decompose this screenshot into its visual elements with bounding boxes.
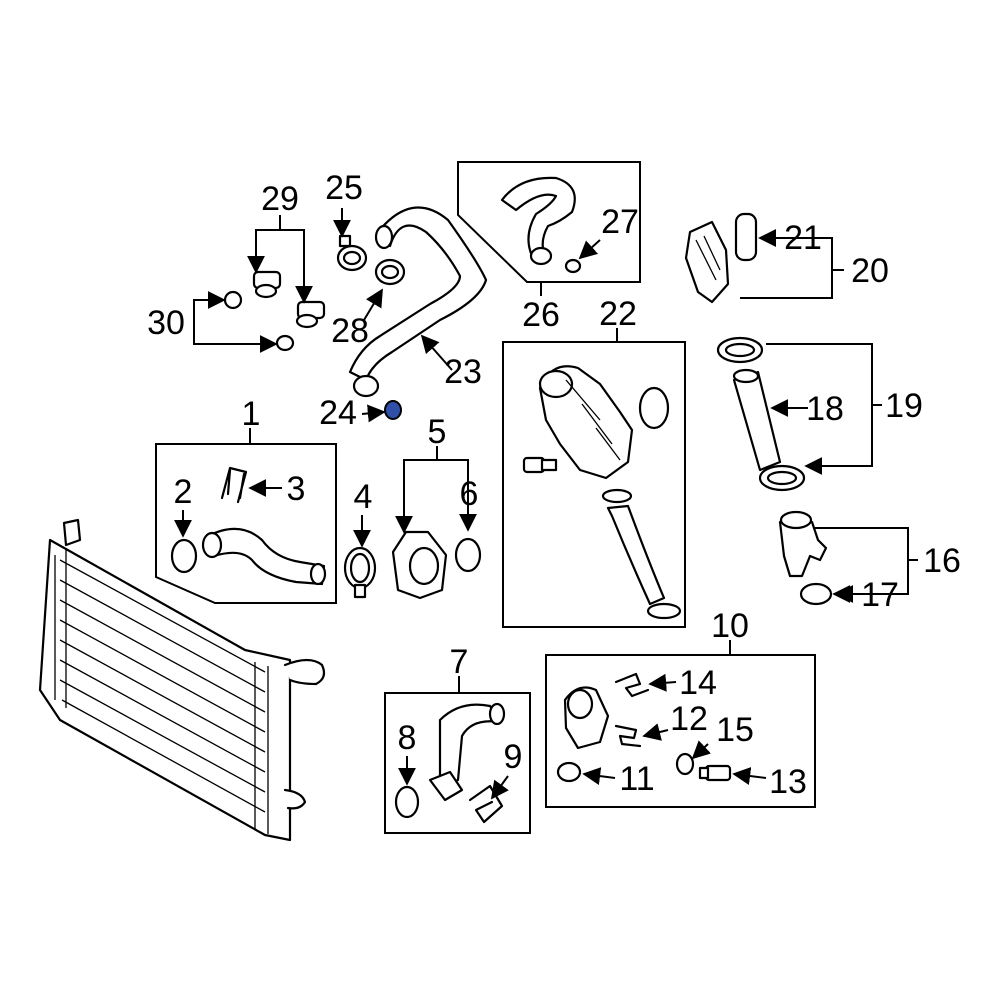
group-box-10 [545, 654, 816, 808]
part-7-hose [428, 702, 506, 802]
part-18-hose [732, 368, 782, 472]
part-30-oring-upper [223, 290, 243, 310]
label-11: 11 [619, 760, 654, 798]
label-4: 4 [354, 478, 373, 516]
label-20: 20 [851, 252, 889, 290]
part-22-bolt [522, 456, 558, 474]
part-16-fitting [778, 510, 828, 578]
part-29-connector-upper [252, 270, 282, 299]
label-22: 22 [599, 295, 637, 333]
label-17: 17 [861, 576, 899, 614]
label-9: 9 [504, 738, 523, 776]
label-27: 27 [601, 203, 639, 241]
part-4-clamp [343, 546, 377, 599]
part-8-oring [394, 785, 420, 819]
part-12-clip [614, 724, 642, 748]
part-17-oring [799, 582, 833, 606]
part-28-clamp [374, 258, 406, 286]
part-24-oring [384, 400, 402, 420]
part-25-clamp [336, 234, 368, 272]
part-10-housing [563, 686, 610, 750]
part-27-oring [564, 258, 582, 274]
label-5: 5 [428, 413, 447, 451]
part-3-clip [220, 466, 248, 504]
label-6: 6 [460, 475, 479, 513]
group-box-26 [457, 161, 641, 283]
part-29-connector-lower [295, 300, 326, 329]
label-10: 10 [711, 607, 749, 645]
label-14: 14 [679, 664, 717, 702]
label-3: 3 [287, 470, 306, 508]
label-13: 13 [769, 763, 807, 801]
part-2-oring [170, 538, 198, 574]
leader-lines [174, 208, 918, 800]
label-30: 30 [147, 304, 185, 342]
label-12: 12 [670, 700, 708, 738]
label-23: 23 [444, 353, 482, 391]
part-20-housing [684, 220, 730, 304]
label-8: 8 [398, 719, 417, 757]
label-25: 25 [325, 169, 363, 207]
label-28: 28 [331, 312, 369, 350]
label-29: 29 [261, 180, 299, 218]
part-5-flange [391, 530, 448, 600]
part-22-pump [538, 365, 682, 620]
part-14-clip [614, 672, 650, 698]
part-21-seal [734, 212, 758, 262]
label-26: 26 [522, 296, 560, 334]
part-13-sensor [698, 764, 732, 782]
label-16: 16 [923, 542, 961, 580]
radiator [38, 518, 326, 842]
part-19-clamp-lower [758, 464, 806, 492]
part-23-hose [348, 206, 488, 398]
callout-labels: 1 2 3 4 5 6 7 8 9 10 11 12 13 14 15 16 1… [147, 169, 961, 801]
label-7: 7 [450, 643, 469, 681]
group-box-22 [502, 341, 686, 628]
group-box-7 [384, 692, 531, 834]
part-15-oring [675, 752, 695, 776]
part-19-clamp-upper [716, 336, 764, 364]
part-1-hose [201, 527, 327, 586]
part-30-oring-lower [275, 334, 295, 352]
label-18: 18 [806, 390, 844, 428]
part-6-oring [454, 537, 482, 573]
group-box-1 [155, 443, 337, 604]
label-19: 19 [885, 387, 923, 425]
part-11-oring [556, 761, 582, 783]
label-24: 24 [319, 394, 357, 432]
label-1: 1 [242, 395, 261, 433]
label-2: 2 [174, 473, 193, 511]
label-15: 15 [716, 711, 754, 749]
label-21: 21 [784, 219, 822, 257]
part-26-hose [500, 176, 576, 266]
